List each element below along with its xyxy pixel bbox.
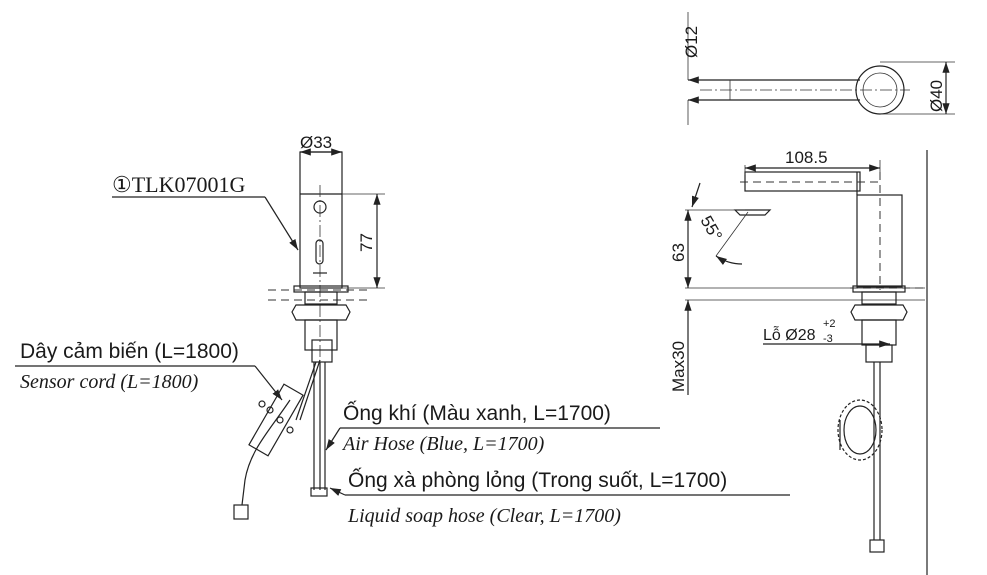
air-hose-label-vi: Ống khí (Màu xanh, L=1700) <box>343 401 611 425</box>
dim-angle-55: 55° <box>697 213 726 245</box>
dim-length-108-5: 108.5 <box>785 148 828 167</box>
front-view: Ø33 77 ①TLK07001G <box>112 133 385 520</box>
hole-tolerance-lower: -3 <box>823 333 833 345</box>
side-view: 108.5 63 55° Max30 Lỗ Ø28 +2 -3 <box>669 148 928 575</box>
top-view: Ø12 Ø40 <box>682 12 955 125</box>
dim-diameter-33: Ø33 <box>300 133 332 152</box>
hole-tolerance-upper: +2 <box>823 318 836 330</box>
sensor-cord-label-vi: Dây cảm biến (L=1800) <box>20 340 239 363</box>
hole-label: Lỗ Ø28 <box>763 325 816 344</box>
dim-height-77: 77 <box>357 233 376 252</box>
dim-spout-diameter: Ø12 <box>682 26 701 58</box>
dim-head-diameter: Ø40 <box>927 80 946 112</box>
dim-max-thickness: Max30 <box>669 341 688 392</box>
sensor-cord-label-en: Sensor cord (L=1800) <box>20 371 199 393</box>
dim-height-63: 63 <box>669 243 688 262</box>
air-hose-label-en: Air Hose (Blue, L=1700) <box>341 433 545 455</box>
callouts: Dây cảm biến (L=1800) Sensor cord (L=180… <box>15 340 790 527</box>
soap-hose-label-vi: Ống xà phòng lỏng (Trong suốt, L=1700) <box>348 468 727 492</box>
model-label: ①TLK07001G <box>112 172 245 197</box>
soap-hose-label-en: Liquid soap hose (Clear, L=1700) <box>347 505 621 527</box>
